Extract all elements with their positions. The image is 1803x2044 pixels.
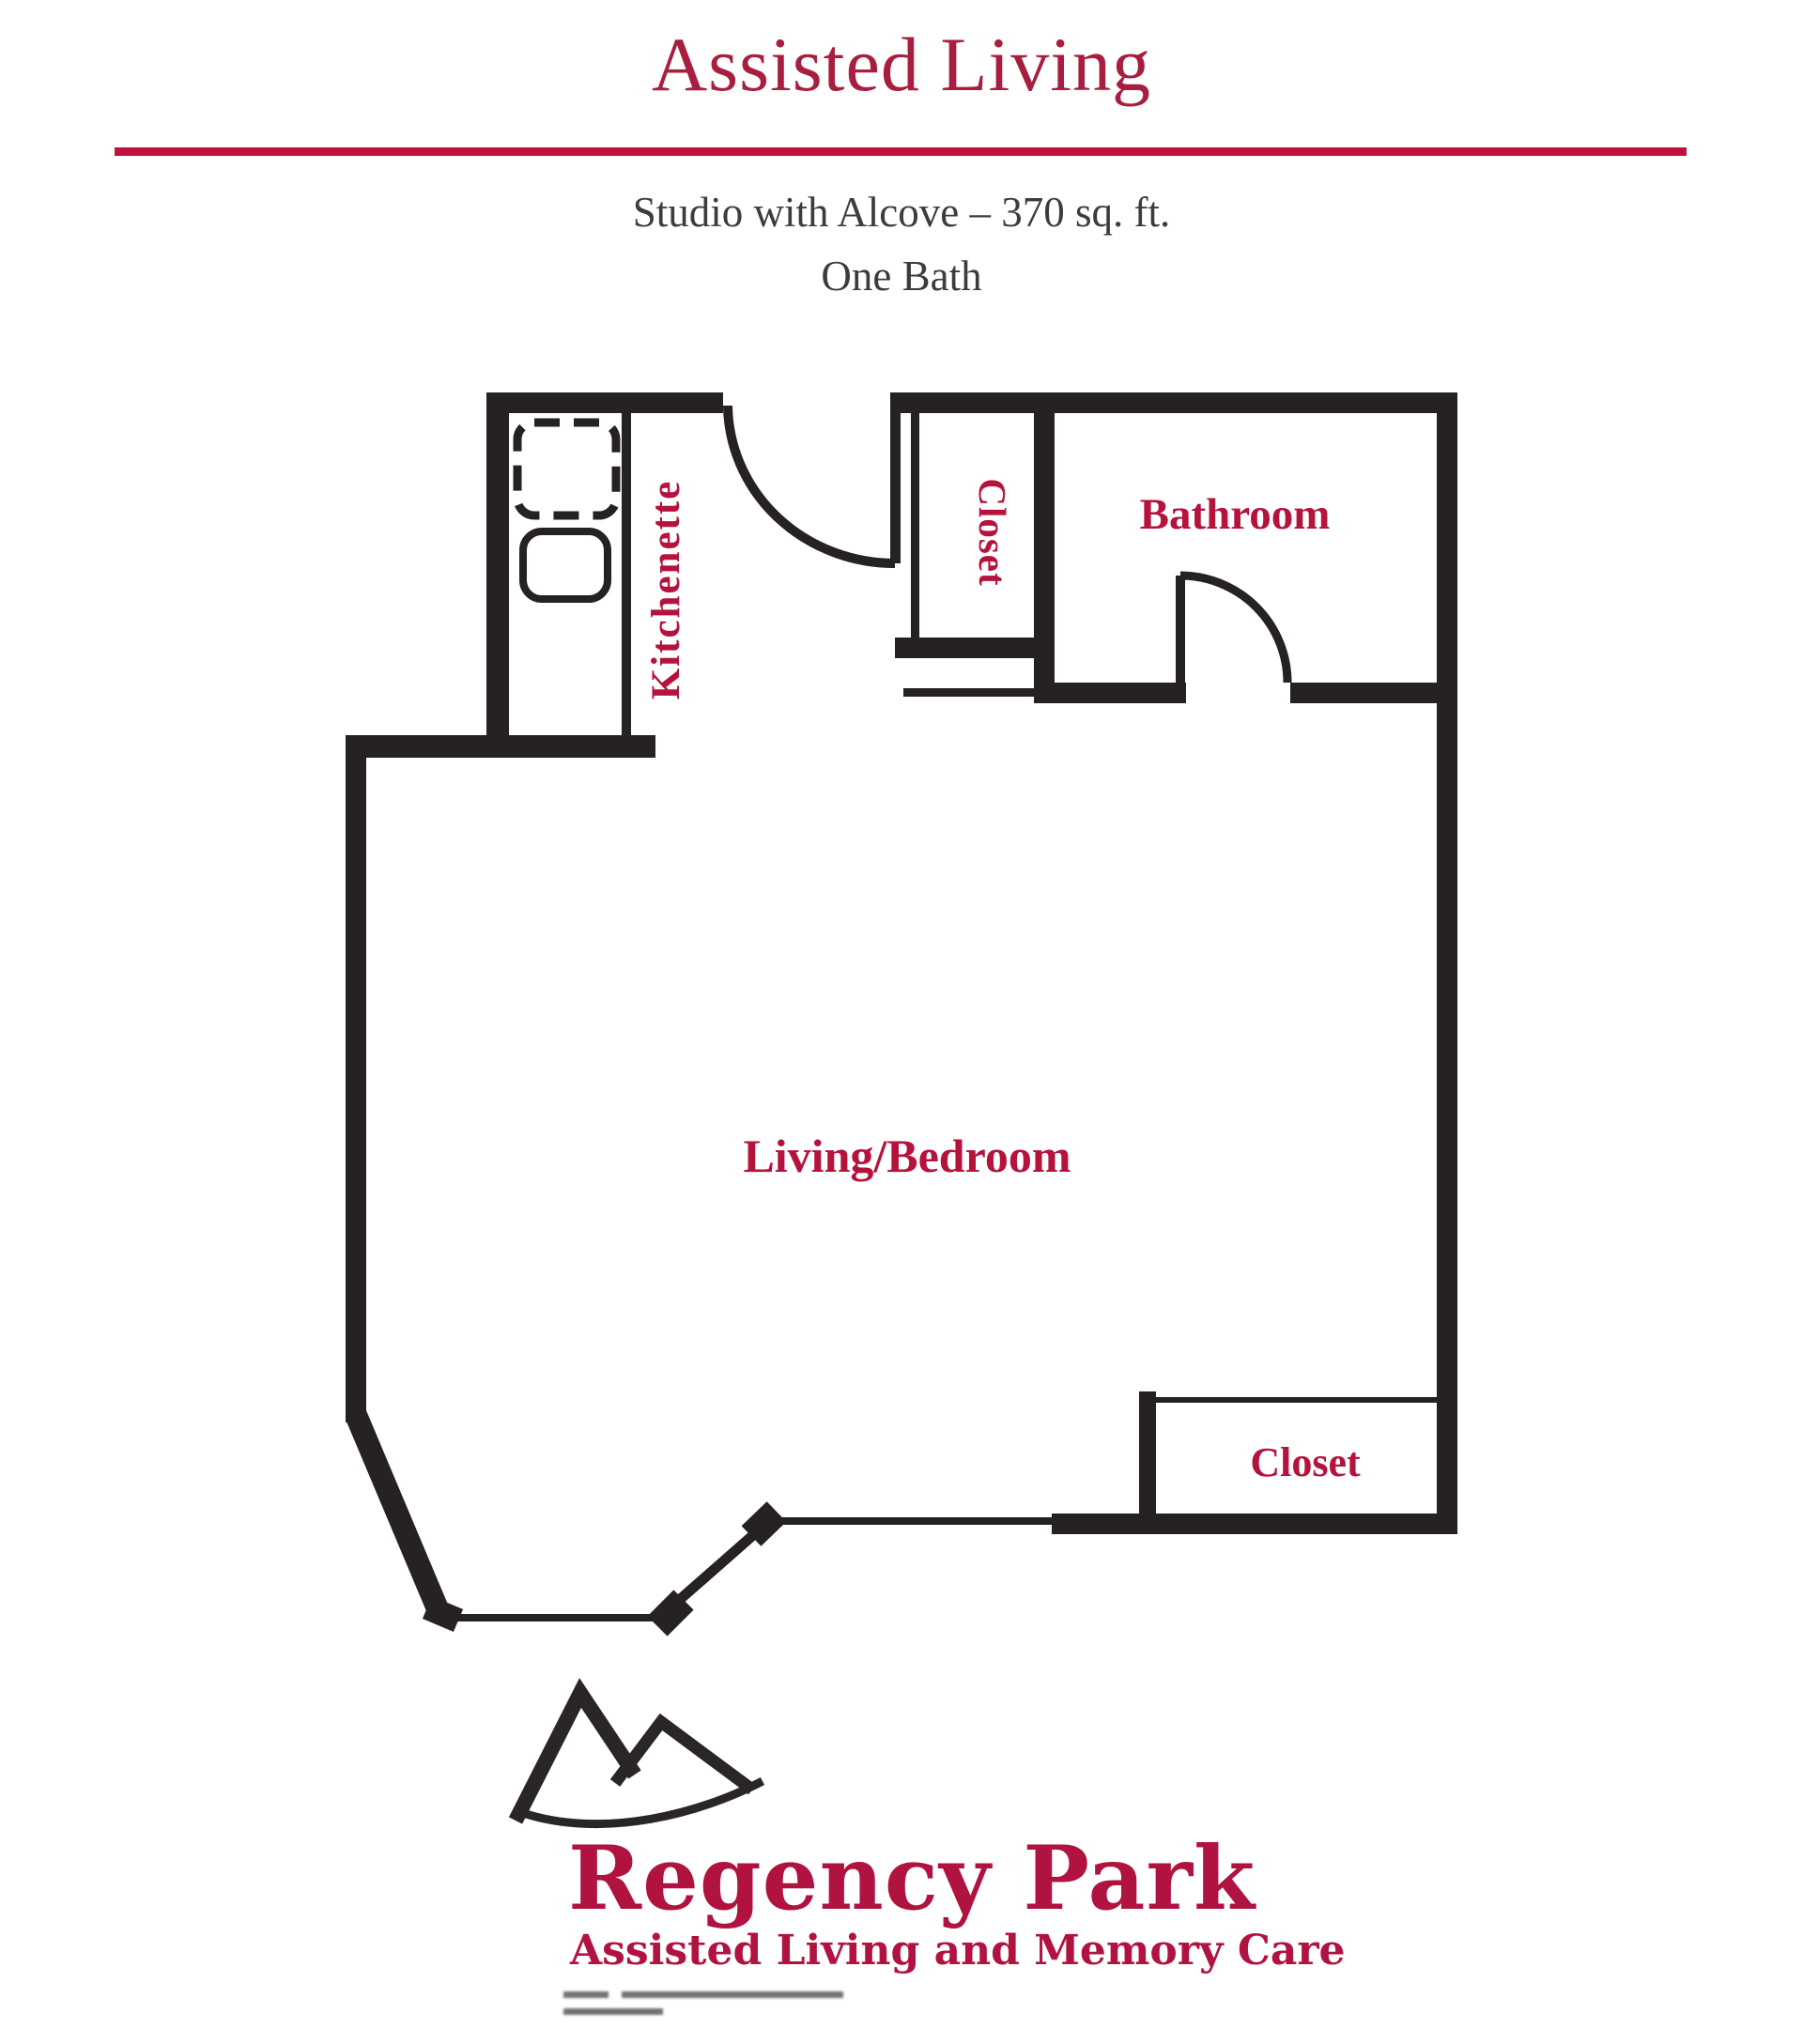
- entry-door-leaf: [665, 1517, 772, 1614]
- hall-door-leaf: [890, 392, 901, 563]
- sink-icon: [519, 528, 611, 603]
- window-line: [441, 1614, 655, 1621]
- label-closet-top: Closet: [971, 478, 1014, 586]
- kitchenette-fixtures: [513, 418, 621, 603]
- wall-closet-bottom-left: [1139, 1391, 1156, 1534]
- wall-kitchenette-inner: [622, 413, 631, 749]
- fine-print-illegible: [563, 1991, 967, 2015]
- wall-kitchenette-left: [486, 392, 509, 758]
- wall-closet-top-bottom: [895, 638, 1044, 658]
- fine-print-segment: [622, 1991, 843, 1998]
- bathroom-door-leaf: [1176, 576, 1185, 683]
- wall-outlines: [346, 392, 1457, 1621]
- wall-strokes: [345, 405, 1292, 1637]
- wall-closet-top-left: [911, 413, 919, 648]
- window-left-post: [422, 1596, 464, 1632]
- logo-tagline: Assisted Living and Memory Care: [570, 1927, 1346, 1975]
- unit-type-subtitle: Studio with Alcove – 370 sq. ft.: [632, 189, 1171, 236]
- hall-door-arc: [723, 405, 896, 568]
- wall-top-left: [486, 392, 723, 413]
- dashed-appliance-icon: [513, 418, 621, 520]
- label-living-bedroom: Living/Bedroom: [743, 1130, 1071, 1182]
- label-bathroom: Bathroom: [1140, 490, 1331, 539]
- wall-top-right: [895, 392, 1457, 413]
- wall-bottom-right: [1052, 1514, 1456, 1534]
- bath-count-subtitle: One Bath: [821, 253, 982, 300]
- label-closet-bottom: Closet: [1250, 1439, 1361, 1485]
- wall-diagonal: [345, 1410, 450, 1616]
- logo-name: Regency Park: [568, 1827, 1256, 1930]
- wall-entry-thin: [779, 1517, 1052, 1525]
- wall-bathroom-bottom-right: [1290, 683, 1437, 703]
- fine-print-segment: [563, 1991, 609, 1998]
- wall-closet-bottom-opening: [1156, 1397, 1437, 1403]
- fine-print-segment: [563, 2008, 663, 2015]
- label-kitchenette: Kitchenette: [644, 480, 688, 700]
- wall-closet-bathroom-divider: [1034, 413, 1055, 703]
- wall-right: [1437, 392, 1457, 1534]
- wall-closet-top-niche: [903, 688, 1044, 697]
- bathroom-door-arc: [1179, 571, 1292, 684]
- wall-living-top-step: [346, 735, 655, 758]
- wall-left: [346, 735, 366, 1422]
- page-title: Assisted Living: [651, 22, 1152, 107]
- title-divider-rule: [115, 147, 1687, 156]
- wall-bathroom-bottom-left: [1055, 683, 1186, 703]
